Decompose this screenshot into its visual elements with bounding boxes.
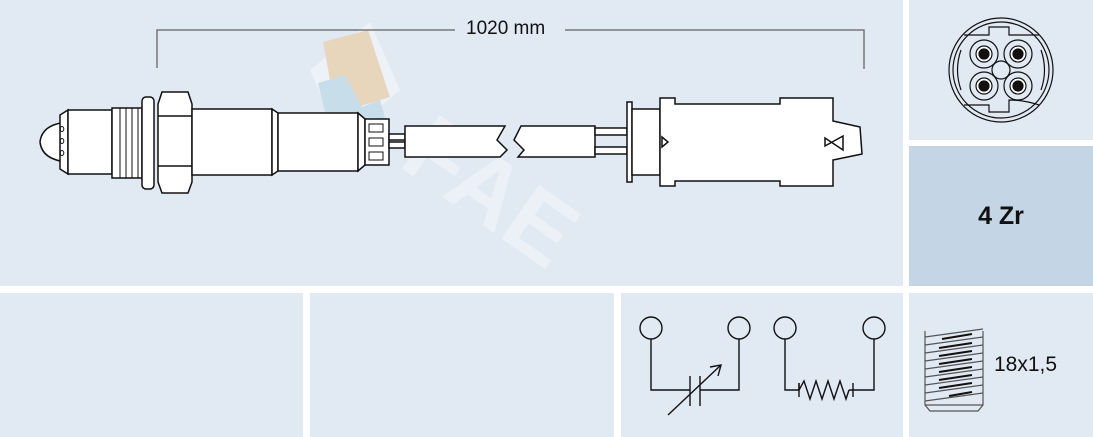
connector-panel (909, 0, 1093, 140)
sensor-technology-label: 4 Zr (978, 202, 1024, 230)
variable-capacitor-and-heater-resistor-icon (639, 316, 886, 416)
circuit-panel (621, 293, 903, 437)
oxygen-sensor-drawing: FAE (39, 22, 865, 286)
empty-info-panel-1 (0, 293, 303, 437)
cable-length-label: 1020 mm (462, 17, 550, 41)
empty-info-panel-2 (310, 293, 614, 437)
thread-size-label: 18x1,5 (994, 353, 1058, 376)
svg-text:FAE: FAE (385, 95, 597, 286)
thread-icon (924, 328, 984, 412)
4-pin-connector-face-icon (948, 17, 1054, 123)
sensor-drawing-panel: FAE (0, 0, 903, 286)
thread-panel: 18x1,5 (909, 293, 1093, 437)
sensor-technology-panel: 4 Zr (909, 146, 1093, 286)
